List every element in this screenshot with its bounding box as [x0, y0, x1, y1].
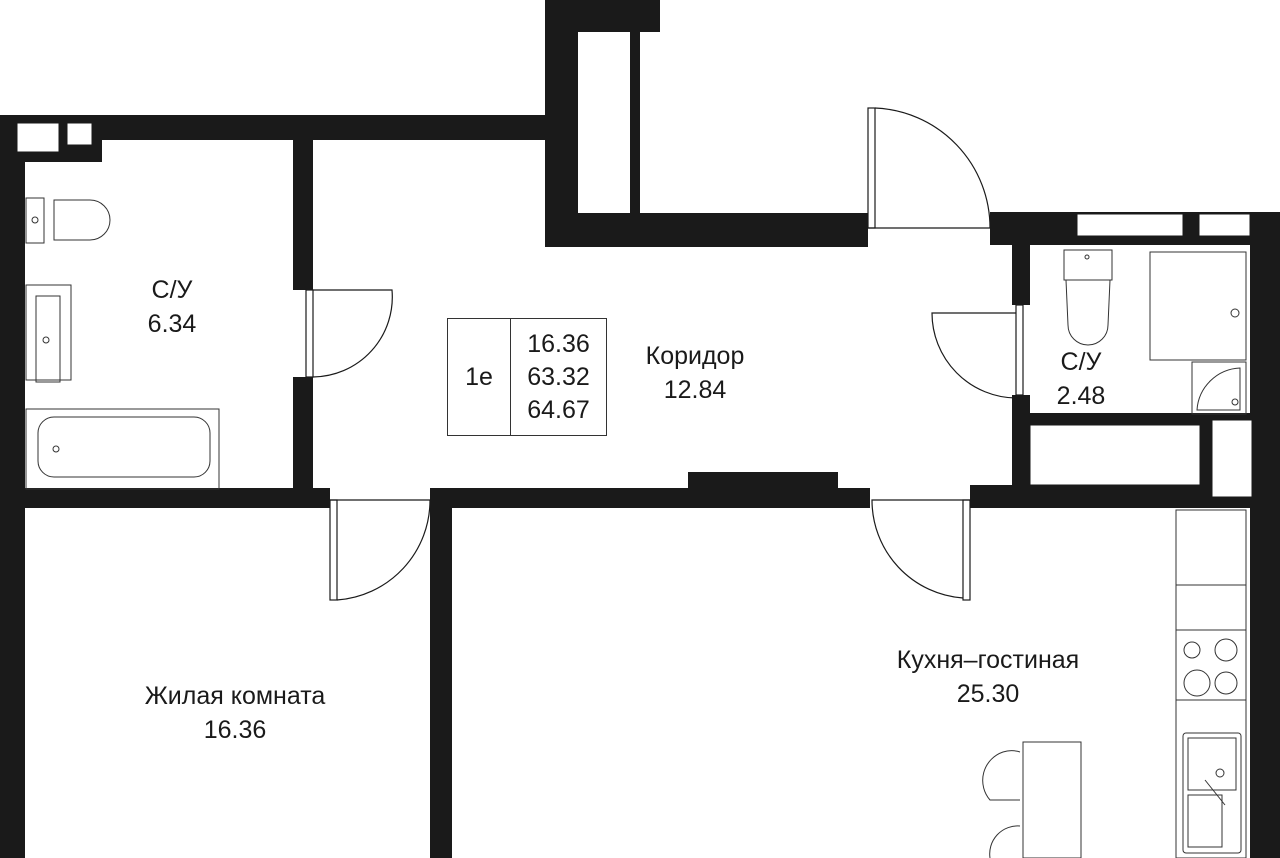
total-area: 63.32: [527, 362, 590, 391]
bar-counter-icon: [982, 741, 1082, 858]
room-name: Жилая комната: [144, 682, 326, 710]
room-label-bathroom: С/У 6.34: [148, 273, 197, 341]
room-area: 6.34: [147, 310, 197, 338]
sink-icon: [25, 284, 72, 383]
kitchen-door: [962, 499, 971, 601]
room-area: 2.48: [1056, 382, 1106, 410]
apartment-type: 1е: [448, 319, 511, 435]
kitchen-sink-icon: [1182, 732, 1242, 854]
windows: [16, 122, 1253, 498]
apartment-info-box: 1е 16.36 63.32 64.67: [447, 318, 607, 436]
stove-icon: [1175, 629, 1247, 701]
room-name: Коридор: [645, 342, 745, 370]
wc-door: [1015, 304, 1024, 396]
room-area: 25.30: [956, 680, 1020, 708]
corner-sink-icon: [1191, 361, 1247, 415]
room-label-bedroom: Жилая комната 16.36: [145, 679, 326, 747]
toilet-icon: [1063, 249, 1113, 346]
room-area: 12.84: [663, 376, 727, 404]
living-area: 16.36: [527, 329, 590, 358]
toilet-icon: [25, 197, 111, 244]
room-name: С/У: [151, 276, 193, 304]
fridge-icon: [1175, 509, 1247, 586]
bedroom-door: [329, 499, 338, 601]
room-label-wc: С/У 2.48: [1057, 345, 1106, 413]
bathtub-icon: [25, 408, 220, 490]
room-name: С/У: [1060, 348, 1102, 376]
room-label-corridor: Коридор 12.84: [646, 339, 745, 407]
fixtures: [25, 197, 1247, 858]
room-area: 16.36: [203, 716, 267, 744]
total-area-with-balcony: 64.67: [527, 395, 590, 424]
room-label-kitchen-living: Кухня–гостиная 25.30: [897, 643, 1079, 711]
doors: [305, 107, 1024, 601]
room-name: Кухня–гостиная: [896, 646, 1080, 674]
washer-icon: [1149, 251, 1247, 361]
bathroom-door: [305, 289, 314, 378]
entrance-door: [867, 107, 876, 229]
